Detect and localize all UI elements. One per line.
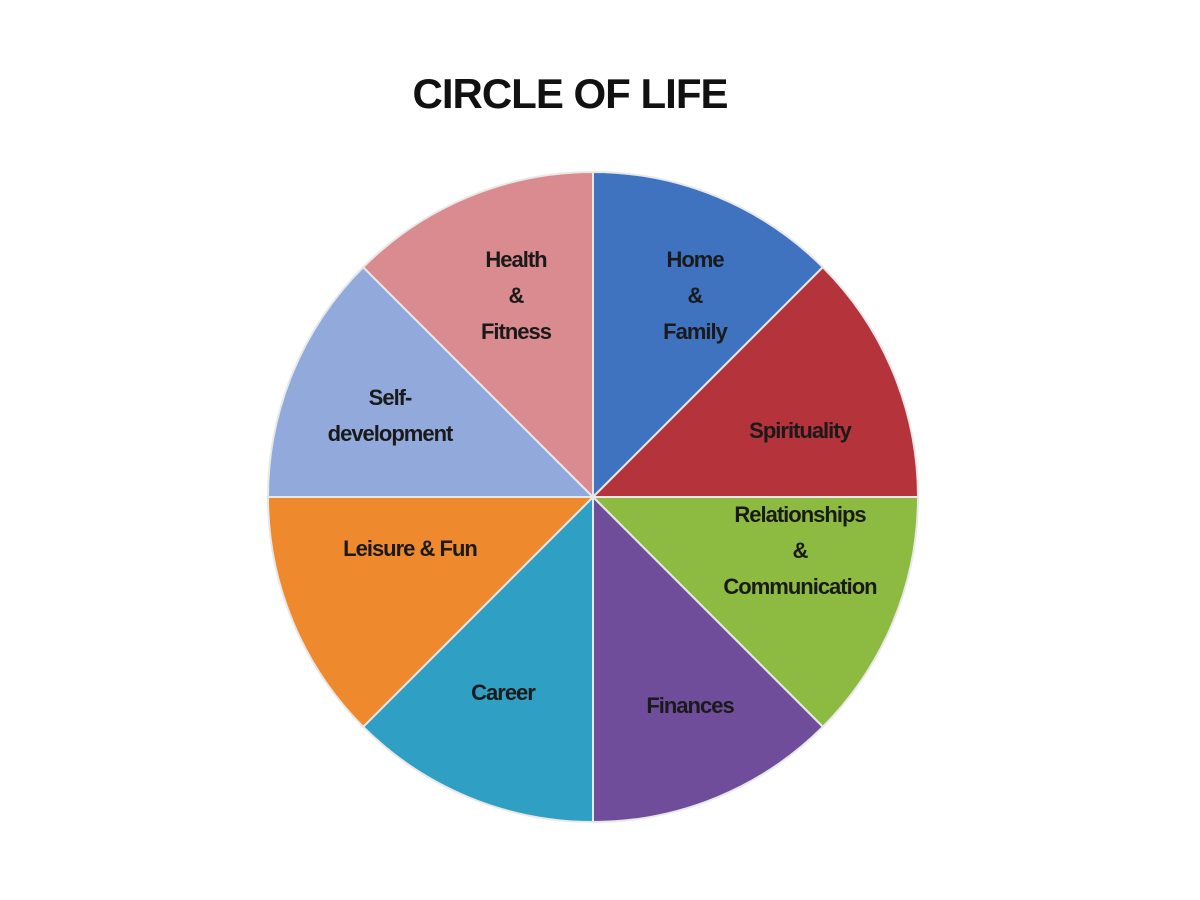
slice-label-line: & bbox=[793, 538, 809, 563]
slice-label: Spirituality bbox=[749, 418, 852, 443]
slice-label-line: development bbox=[328, 421, 454, 446]
slice-label-line: Family bbox=[663, 319, 728, 344]
slice-label: Health & Fitness bbox=[481, 247, 552, 344]
slice-label: Home & Family bbox=[663, 247, 728, 344]
pie-slice bbox=[590, 265, 920, 498]
slice-label-line: Spirituality bbox=[749, 418, 852, 443]
chart-title: CIRCLE OF LIFE bbox=[412, 70, 729, 117]
slice-label-line: Career bbox=[471, 680, 536, 705]
pie-slice bbox=[592, 170, 825, 500]
pie-slice bbox=[361, 170, 594, 500]
pie-slice bbox=[590, 496, 920, 729]
slice-label-line: Home bbox=[666, 247, 724, 272]
pie-slice bbox=[266, 496, 596, 729]
slice-label-line: Self- bbox=[369, 385, 412, 410]
slice-label-line: Leisure & Fun bbox=[343, 536, 477, 561]
slice-label-line: Health bbox=[485, 247, 547, 272]
slice-label-line: & bbox=[688, 283, 704, 308]
pie-slice bbox=[361, 494, 594, 824]
slice-label-line: Finances bbox=[646, 693, 734, 718]
slice-label: Leisure & Fun bbox=[343, 536, 477, 561]
slice-label: Career bbox=[471, 680, 536, 705]
slice-label: Self-development bbox=[328, 385, 454, 446]
slice-label-line: Fitness bbox=[481, 319, 552, 344]
pie-slice bbox=[266, 265, 596, 498]
slice-label-line: Relationships bbox=[734, 502, 866, 527]
slice-label: Relationships & Communication bbox=[723, 502, 877, 599]
pie-slice bbox=[592, 494, 825, 824]
slice-label: Finances bbox=[646, 693, 734, 718]
slice-label-line: Communication bbox=[723, 574, 877, 599]
slice-label-line: & bbox=[509, 283, 525, 308]
